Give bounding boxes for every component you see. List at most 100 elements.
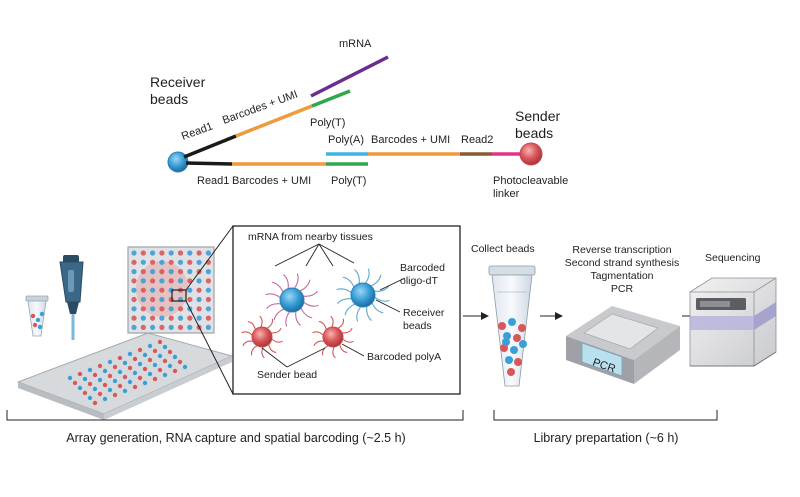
slide-bead-dot bbox=[142, 366, 148, 372]
inset-receiver-bead-1 bbox=[279, 287, 305, 313]
slide-bead-dot bbox=[137, 375, 143, 381]
slide-bead-dot bbox=[132, 356, 138, 362]
oligo-strand bbox=[374, 286, 390, 292]
array-phase-bracket bbox=[6, 410, 464, 421]
oligo-strand bbox=[250, 345, 258, 356]
plate-bead-dot bbox=[159, 296, 165, 303]
library-step-1: Reverse transcription bbox=[572, 244, 671, 256]
polya-label: Poly(A) bbox=[328, 134, 364, 146]
oligo-strand bbox=[330, 315, 334, 328]
plate-bead-dot bbox=[177, 324, 184, 330]
sequencing-label: Sequencing bbox=[705, 252, 761, 264]
plate-bead-dot bbox=[196, 296, 202, 303]
slide-bead-dot bbox=[82, 390, 88, 396]
lower-read1-label: Read1 bbox=[197, 175, 229, 187]
oligo-strand bbox=[271, 281, 284, 293]
slide-bead-dot bbox=[112, 378, 118, 384]
oligo-strand bbox=[342, 276, 355, 288]
plate-bead-dot bbox=[159, 250, 165, 256]
slide-bead-dot bbox=[97, 391, 103, 397]
tube-bead-dot bbox=[505, 356, 513, 364]
plate-bead-dot bbox=[131, 259, 137, 265]
slide-bead-dot bbox=[152, 348, 158, 354]
pipette-icon bbox=[59, 255, 84, 340]
zoom-line-bottom bbox=[185, 300, 234, 395]
receiver-beads-label-2: beads bbox=[150, 91, 188, 107]
sender-beads-label-1: Sender bbox=[515, 108, 560, 124]
oligo-strand bbox=[300, 307, 313, 319]
slide-bead-dot bbox=[137, 347, 143, 353]
sender-beads-label-2: beads bbox=[515, 125, 553, 141]
barcoded-polya-label: Barcoded polyA bbox=[367, 351, 441, 363]
oligo-strand bbox=[247, 320, 256, 330]
oligo-strand bbox=[283, 273, 289, 289]
plate-bead-dot bbox=[187, 296, 193, 303]
slide-array-icon bbox=[16, 332, 234, 420]
plate-bead-dot bbox=[140, 296, 146, 303]
lower-polyt-label: Poly(T) bbox=[331, 175, 366, 187]
oligo-strand bbox=[339, 344, 348, 354]
plate-bead-dot bbox=[150, 315, 156, 321]
slide-bead-dot bbox=[117, 369, 123, 375]
receiver-beads-label-1: Receiver bbox=[150, 74, 206, 90]
plate-bead-dot bbox=[205, 324, 211, 330]
oligo-strand bbox=[371, 302, 384, 314]
oligo-strand bbox=[321, 345, 329, 356]
slide-bead-dot bbox=[152, 376, 158, 382]
plate-bead-dot bbox=[131, 287, 137, 293]
slide-bead-dot bbox=[162, 344, 168, 350]
plate-bead-dot bbox=[159, 278, 165, 284]
photocleavable-label-2: linker bbox=[493, 188, 520, 200]
barcoded-oligo-dt-label-1: Barcoded bbox=[400, 262, 445, 274]
slide-bead-dot bbox=[122, 388, 128, 394]
slide-bead-dot bbox=[92, 400, 98, 406]
plate-bead-dot bbox=[131, 324, 137, 330]
plate-bead-dot bbox=[205, 269, 211, 275]
plate-bead-dot bbox=[177, 315, 184, 321]
array-generation-illustration bbox=[16, 225, 234, 420]
plate-bead-dot bbox=[205, 296, 211, 303]
slide-bead-dot bbox=[167, 349, 173, 355]
plate-bead-dot bbox=[205, 287, 211, 293]
slide-bead-dot bbox=[127, 365, 133, 371]
oligo-strand bbox=[271, 338, 283, 343]
plate-bead-dot bbox=[140, 324, 146, 330]
slide-bead-dot bbox=[132, 384, 138, 390]
zoom-line-top bbox=[185, 225, 234, 291]
slide-bead-dot bbox=[67, 375, 73, 381]
plate-bead-dot bbox=[150, 296, 156, 303]
slide-bead-dot bbox=[122, 374, 128, 380]
slide-bead-dot bbox=[122, 360, 128, 366]
plate-bead-dot bbox=[205, 278, 211, 284]
plate-bead-dot bbox=[168, 315, 174, 321]
plate-bead-dot bbox=[168, 278, 174, 284]
plate-bead-dot bbox=[150, 278, 156, 284]
plate-bead-dot bbox=[177, 259, 184, 265]
slide-bead-dot bbox=[142, 380, 148, 386]
plate-bead-dot bbox=[159, 324, 165, 330]
mrna-label: mRNA bbox=[339, 38, 372, 50]
slide-bead-dot bbox=[147, 343, 153, 349]
oligo-strand bbox=[342, 328, 353, 334]
plate-bead-dot bbox=[205, 306, 211, 312]
pcr-machine-icon: PCR bbox=[566, 306, 680, 384]
plate-bead-dot bbox=[177, 269, 184, 275]
plate-bead-dot bbox=[140, 315, 146, 321]
oligo-strand bbox=[364, 268, 370, 284]
plate-bead-dot bbox=[168, 259, 174, 265]
oligo-strand bbox=[271, 328, 282, 334]
oligo-strand bbox=[268, 344, 277, 354]
plate-bead-dot bbox=[131, 315, 137, 321]
oligo-strand bbox=[354, 268, 360, 284]
plate-bead-dot bbox=[150, 259, 156, 265]
slide-bead-dot bbox=[152, 362, 158, 368]
slide-bead-dot bbox=[127, 379, 133, 385]
slide-bead-dot bbox=[177, 359, 183, 365]
library-step-2: Second strand synthesis bbox=[565, 257, 679, 269]
sequencer-icon bbox=[689, 277, 777, 367]
oligo-strand bbox=[342, 338, 354, 343]
inset-receiver-beads-label-1: Receiver bbox=[403, 307, 445, 319]
oligo-strand bbox=[312, 331, 324, 336]
upper-barcode-segment bbox=[235, 104, 313, 138]
